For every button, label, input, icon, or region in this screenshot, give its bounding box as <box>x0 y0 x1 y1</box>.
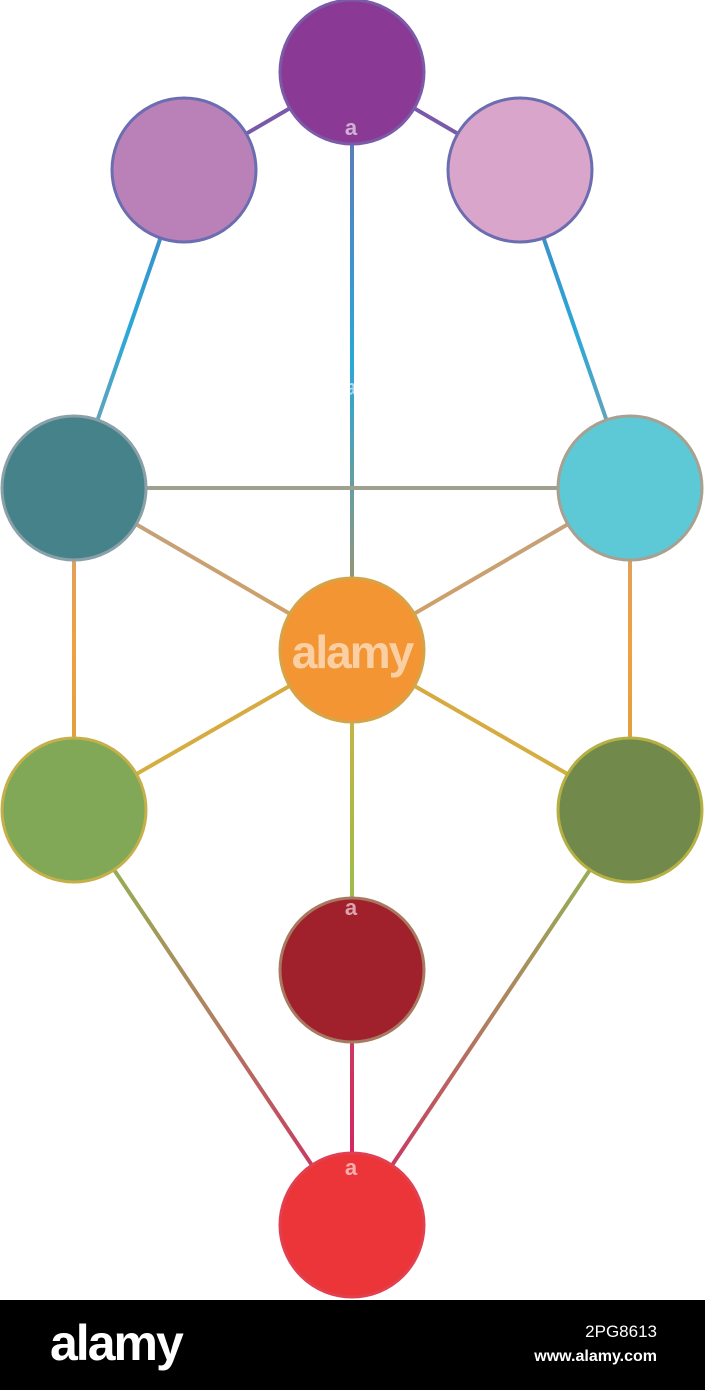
tree-of-life-diagram: alamy a a a a <box>0 0 704 1299</box>
node-circle-n2 <box>110 96 258 244</box>
node-circle-n3 <box>446 96 594 244</box>
footer-bar: alamy 2PG8613 www.alamy.com <box>0 1300 705 1390</box>
footer-logo: alamy <box>50 1315 184 1371</box>
watermark-mark-1: a <box>345 115 358 140</box>
footer-url: www.alamy.com <box>534 1348 657 1365</box>
watermark-mark-3: a <box>345 895 358 920</box>
watermark-mark-2: a <box>345 375 358 400</box>
node-circle-n8 <box>556 736 704 884</box>
nodes-group <box>0 0 704 1299</box>
watermark-center: alamy <box>292 626 415 678</box>
node-circle-n7 <box>0 736 148 884</box>
node-circle-n5 <box>556 414 704 562</box>
node-circle-n9 <box>278 896 426 1044</box>
node-circle-n6 <box>278 576 426 724</box>
edge-n8-n10 <box>350 808 632 1227</box>
watermark-group: alamy a a a a <box>292 115 417 1180</box>
footer-image-id: 2PG8613 <box>585 1322 657 1341</box>
node-circle-n4 <box>0 414 148 562</box>
watermark-mark-4: a <box>345 1155 358 1180</box>
node-circle-n10 <box>278 1151 426 1299</box>
node-circle-n1 <box>278 0 426 146</box>
edge-n7-n10 <box>72 808 354 1227</box>
